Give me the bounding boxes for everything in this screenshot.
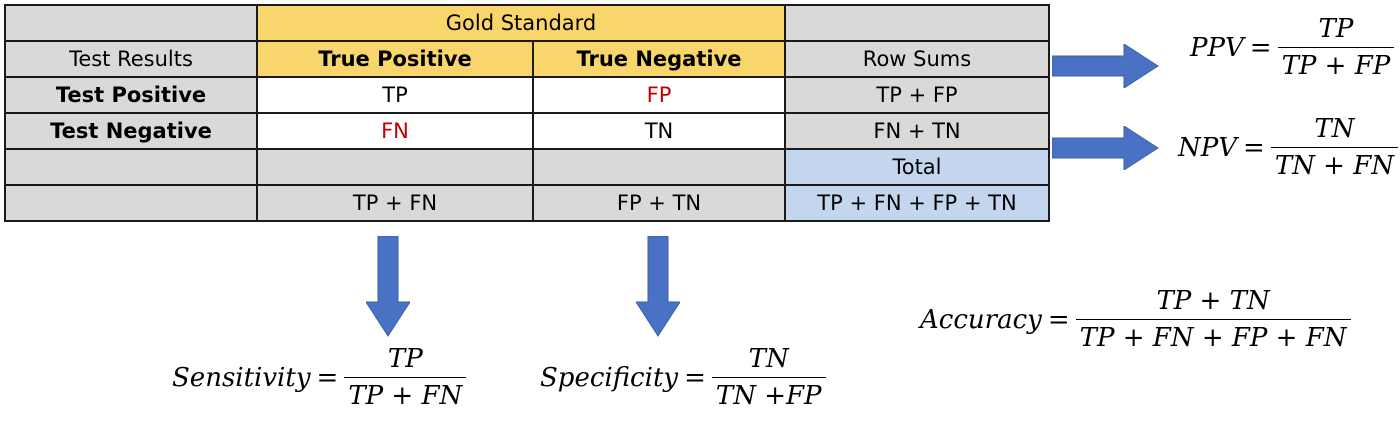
equals-sign: = [1249, 32, 1272, 63]
ppv-fraction: TP TP + FP [1277, 14, 1395, 81]
ppv-formula: PPV = TP TP + FP [1190, 14, 1395, 81]
sensitivity-formula: Sensitivity = TP TP + FN [172, 344, 467, 411]
fn-cell: FN [256, 112, 534, 150]
accuracy-formula: Accuracy = TP + TN TP + FN + FP + FN [920, 286, 1351, 353]
specificity-formula: Specificity = TN TN +FP [540, 344, 826, 411]
gold-standard-header: Gold Standard [256, 4, 786, 42]
ppv-label: PPV [1190, 32, 1244, 63]
test-negative-label: Test Negative [4, 112, 258, 150]
specificity-denominator: TN +FP [715, 381, 822, 411]
confusion-matrix-table: Gold Standard Test Results True Positive… [4, 4, 1050, 222]
fraction-bar [1277, 47, 1395, 48]
total-label: Total [784, 148, 1050, 186]
npv-fraction: TN TN + FN [1270, 114, 1399, 181]
sensitivity-fraction: TP TP + FN [344, 344, 467, 411]
grand-total: TP + FN + FP + TN [784, 184, 1050, 222]
npv-label: NPV [1178, 132, 1238, 163]
table-row: Total [4, 148, 1050, 186]
ppv-numerator: TP [1318, 14, 1354, 44]
npv-denominator: TN + FN [1274, 151, 1395, 181]
fraction-bar [344, 377, 467, 378]
column-sum-negative: FP + TN [532, 184, 786, 222]
accuracy-denominator: TP + FN + FP + FN [1079, 323, 1347, 353]
empty-cell [4, 184, 258, 222]
sensitivity-numerator: TP [387, 344, 423, 374]
table-row: Test Negative FN TN FN + TN [4, 112, 1050, 150]
table-row: Test Positive TP FP TP + FP [4, 76, 1050, 114]
tp-cell: TP [256, 76, 534, 114]
column-sum-positive: TP + FN [256, 184, 534, 222]
row-sum-positive: TP + FP [784, 76, 1050, 114]
fraction-bar [1075, 319, 1351, 320]
npv-formula: NPV = TN TN + FN [1178, 114, 1399, 181]
fp-cell: FP [532, 76, 786, 114]
sensitivity-label: Sensitivity [172, 362, 311, 393]
accuracy-numerator: TP + TN [1156, 286, 1270, 316]
equals-sign: = [684, 362, 706, 393]
arrow-right-icon [1052, 44, 1159, 88]
empty-cell [532, 148, 786, 186]
equals-sign: = [1243, 132, 1265, 163]
test-results-header: Test Results [4, 40, 258, 78]
fraction-bar [711, 377, 826, 378]
test-positive-label: Test Positive [4, 76, 258, 114]
npv-numerator: TN [1314, 114, 1355, 144]
arrow-down-icon [366, 236, 410, 337]
equals-sign: = [1047, 304, 1070, 335]
row-sum-negative: FN + TN [784, 112, 1050, 150]
fraction-bar [1270, 147, 1399, 148]
empty-cell [4, 4, 258, 42]
sensitivity-denominator: TP + FN [348, 381, 463, 411]
accuracy-label: Accuracy [920, 304, 1042, 335]
table-row: Gold Standard [4, 4, 1050, 42]
specificity-fraction: TN TN +FP [711, 344, 826, 411]
tn-cell: TN [532, 112, 786, 150]
empty-cell [256, 148, 534, 186]
arrow-right-icon [1052, 126, 1159, 170]
specificity-label: Specificity [540, 362, 679, 393]
table-row: Test Results True Positive True Negative… [4, 40, 1050, 78]
true-negative-header: True Negative [532, 40, 786, 78]
empty-cell [784, 4, 1050, 42]
empty-cell [4, 148, 258, 186]
arrow-down-icon [636, 236, 680, 337]
accuracy-fraction: TP + TN TP + FN + FP + FN [1075, 286, 1351, 353]
true-positive-header: True Positive [256, 40, 534, 78]
equals-sign: = [316, 362, 339, 393]
row-sums-header: Row Sums [784, 40, 1050, 78]
ppv-denominator: TP + FP [1281, 51, 1391, 81]
specificity-numerator: TN [748, 344, 789, 374]
table-row: TP + FN FP + TN TP + FN + FP + TN [4, 184, 1050, 222]
